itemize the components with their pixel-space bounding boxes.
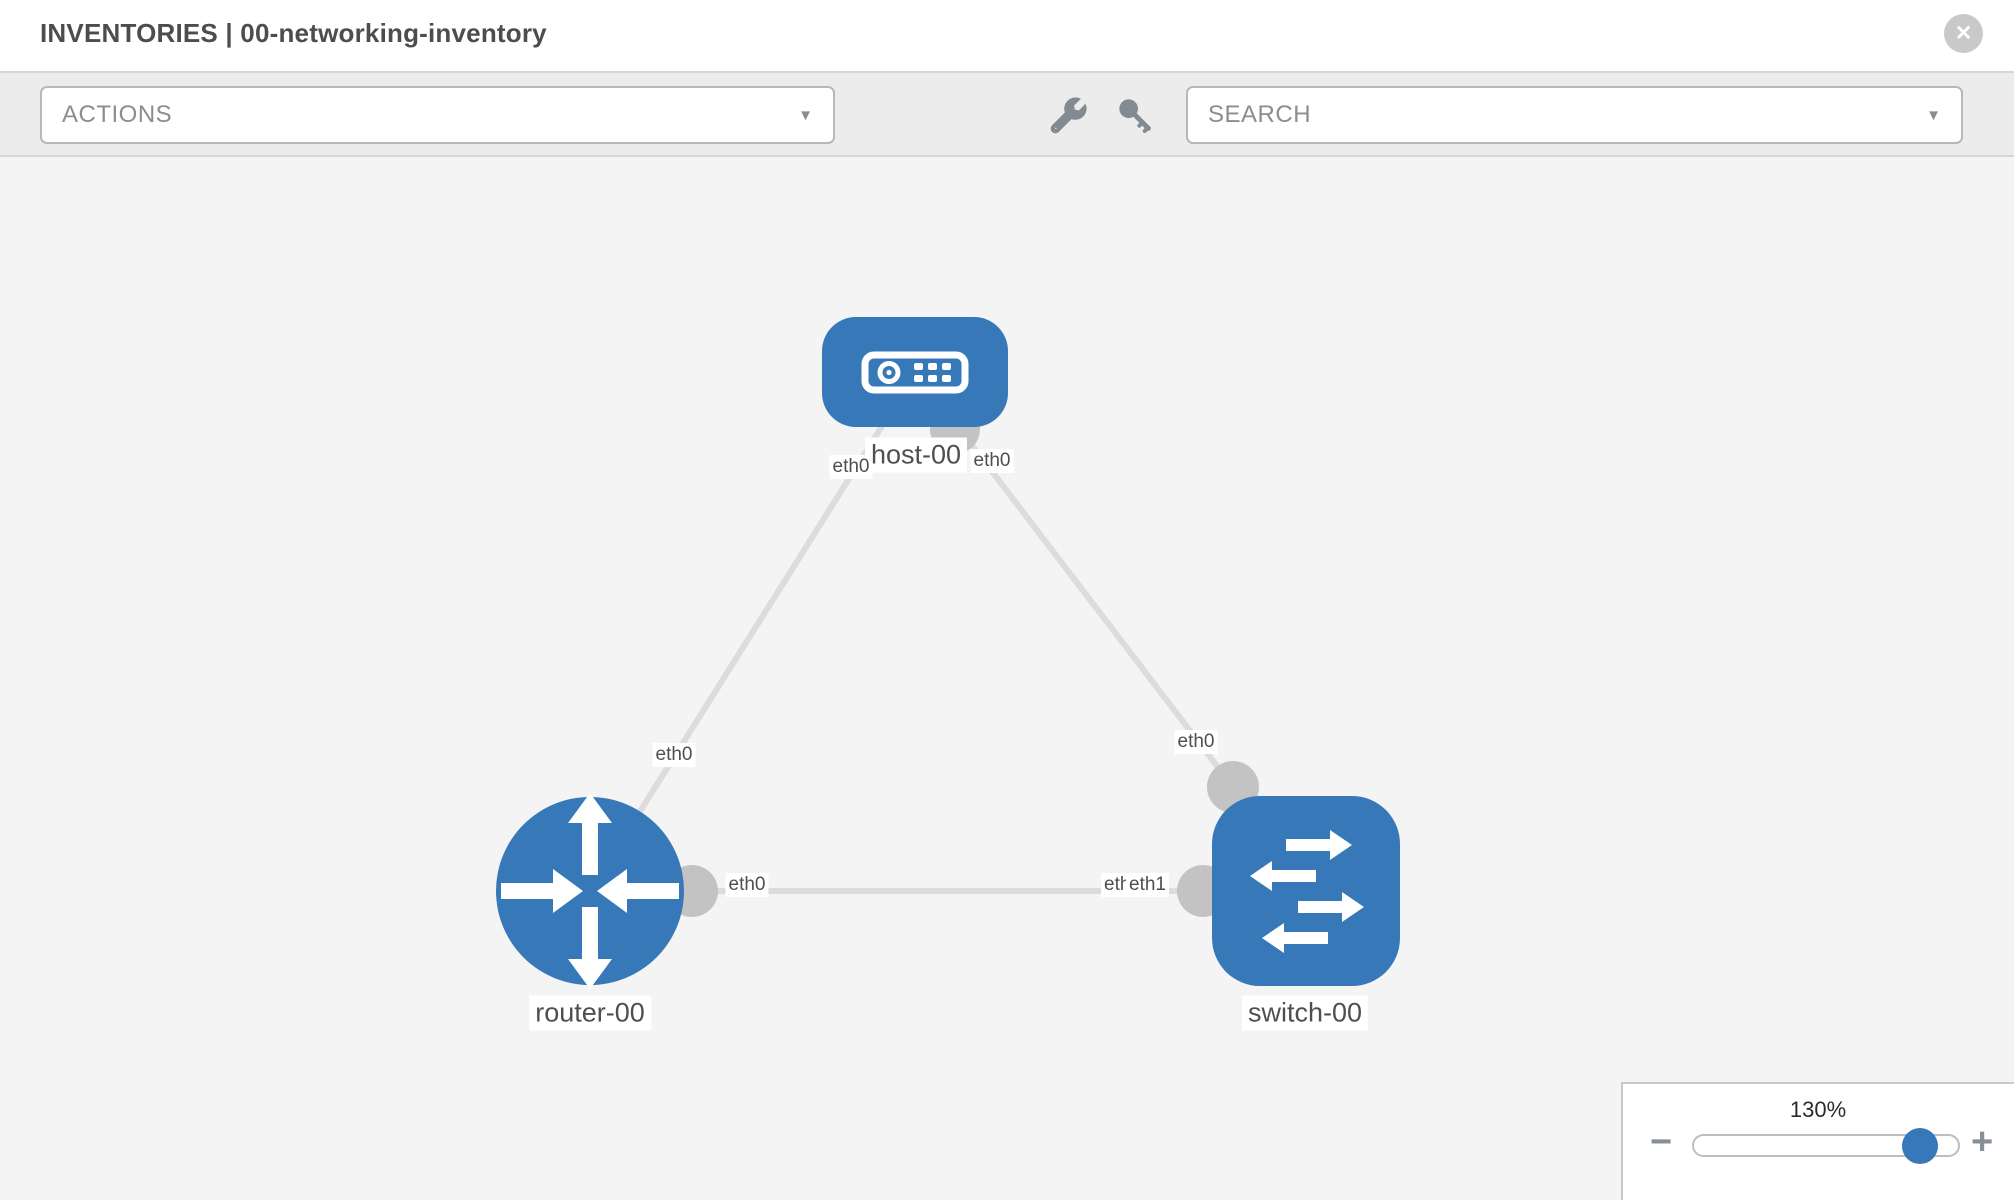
configure-button[interactable] [1046,95,1090,139]
search-dropdown[interactable]: SEARCH ▼ [1186,86,1963,144]
search-dropdown-label: SEARCH [1208,101,1312,128]
zoom-in-button[interactable]: + [1971,1121,1994,1163]
interface-label-switch-lan-over: eth1 [1126,873,1169,897]
page-title: INVENTORIES | 00-networking-inventory [40,18,547,48]
zoom-slider-handle[interactable] [1902,1128,1938,1164]
chevron-down-icon: ▼ [1926,106,1941,124]
interface-label-router-lan: eth0 [725,873,769,897]
zoom-level: 130% [1789,1097,1847,1122]
router-arrows-icon [501,793,679,989]
chevron-down-icon: ▼ [798,106,813,124]
node-switch[interactable] [1212,796,1400,986]
key-icon [1119,98,1151,133]
node-router[interactable] [496,793,684,989]
zoom-panel: 130% − + [1621,1082,2014,1200]
close-button[interactable]: ✕ [1944,14,1983,53]
server-icon [861,351,969,394]
key-button[interactable] [1114,95,1158,139]
actions-dropdown-label: ACTIONS [62,101,173,128]
actions-dropdown[interactable]: ACTIONS ▼ [40,86,835,144]
zoom-out-button[interactable]: − [1650,1121,1673,1163]
interface-label-router-uplink: eth0 [652,743,696,767]
switch-arrows-icon [1250,830,1364,953]
node-label-host[interactable]: host-00 [864,437,968,473]
node-label-router[interactable]: router-00 [529,995,651,1031]
toolbar: ACTIONS ▼ SEARCH ▼ [0,71,2014,157]
wrench-icon [1050,96,1087,133]
interface-label-host-left: eth0 [829,455,873,479]
interface-label-switch-uplink: eth0 [1174,730,1218,754]
header: INVENTORIES | 00-networking-inventory ✕ [0,0,2014,71]
topology-canvas[interactable] [0,157,2014,1200]
node-host[interactable] [822,317,1008,427]
zoom-slider-track[interactable] [1692,1128,1960,1164]
interface-label-host-right: eth0 [970,449,1014,473]
node-label-switch[interactable]: switch-00 [1241,995,1369,1031]
